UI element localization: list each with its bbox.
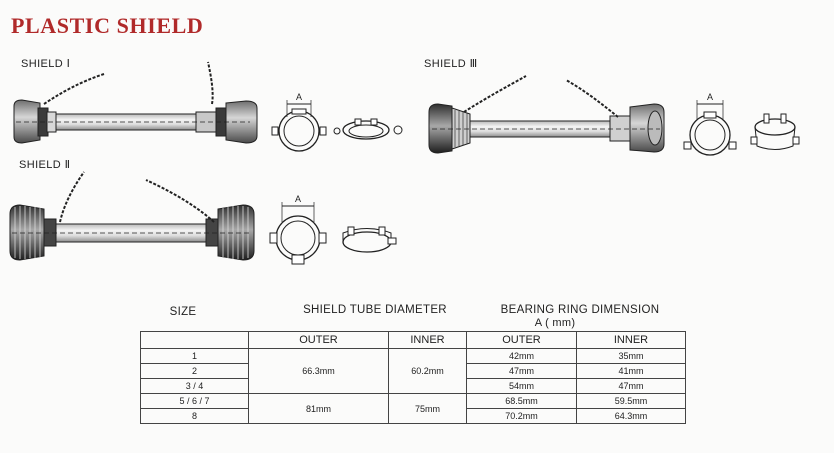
shield-2-shaft bbox=[9, 204, 255, 261]
tube-outer-cell: 81mm bbox=[248, 393, 389, 424]
shield-2-bearing-ring bbox=[269, 202, 327, 265]
size-cell: 5 / 6 / 7 bbox=[140, 393, 249, 409]
table-row: 1 66.3mm 60.2mm 42mm 35mm bbox=[140, 348, 686, 394]
table-row: 3 / 4 54mm 47mm bbox=[140, 378, 686, 394]
shield-diagrams: A A A bbox=[9, 61, 800, 265]
shield-1-dimension-label: A bbox=[296, 92, 302, 102]
shield-3-ring-perspective bbox=[750, 113, 800, 150]
spec-table: OUTER INNER OUTER INNER 1 66.3mm 60.2mm … bbox=[140, 331, 686, 424]
ring-outer-cell: 68.5mm bbox=[466, 393, 577, 409]
tube-outer-cell: 66.3mm bbox=[248, 348, 389, 394]
tube-outer-label: OUTER bbox=[248, 331, 389, 349]
page-title: PLASTIC SHIELD bbox=[11, 13, 204, 38]
tube-diameter-header: SHIELD TUBE DIAMETER bbox=[303, 304, 447, 316]
tube-inner-cell: 75mm bbox=[388, 393, 467, 424]
shield-3-chain bbox=[463, 75, 619, 118]
size-cell: 3 / 4 bbox=[140, 378, 249, 394]
size-cell: 8 bbox=[140, 408, 249, 424]
shield-2-chain bbox=[59, 171, 215, 223]
spec-section: SIZE SHIELD TUBE DIAMETER BEARING RING D… bbox=[140, 300, 686, 435]
shield-3-shaft bbox=[428, 103, 665, 154]
table-row: 8 70.2mm 64.3mm bbox=[140, 408, 686, 424]
shield-3-dimension-label: A bbox=[707, 92, 713, 102]
size-header: SIZE bbox=[169, 306, 197, 318]
shield-2-dimension-label: A bbox=[295, 194, 301, 204]
ring-inner-label: INNER bbox=[576, 331, 686, 349]
shield-1-chain bbox=[43, 61, 214, 105]
shield-1-bearing-ring bbox=[271, 100, 327, 152]
shield-3-bearing-ring bbox=[683, 100, 737, 156]
ring-inner-cell: 35mm bbox=[576, 348, 686, 364]
size-subheader-cell bbox=[140, 331, 249, 349]
ring-inner-cell: 59.5mm bbox=[576, 393, 686, 409]
shield-2-ring-perspective bbox=[342, 226, 397, 253]
shield-3-label: SHIELD Ⅲ bbox=[424, 58, 478, 70]
ring-inner-cell: 47mm bbox=[576, 378, 686, 394]
ring-unit-label: A ( mm) bbox=[534, 317, 576, 329]
shield-2-label: SHIELD Ⅱ bbox=[19, 159, 71, 171]
shield-1-shaft bbox=[13, 99, 258, 144]
shield-1-label: SHIELD Ⅰ bbox=[21, 58, 71, 70]
table-subheader-row: OUTER INNER OUTER INNER bbox=[140, 331, 686, 349]
bearing-ring-header: BEARING RING DIMENSION bbox=[500, 304, 660, 316]
ring-inner-cell: 41mm bbox=[576, 363, 686, 379]
ring-outer-cell: 47mm bbox=[466, 363, 577, 379]
size-cell: 2 bbox=[140, 363, 249, 379]
size-cell: 1 bbox=[140, 348, 249, 364]
ring-outer-cell: 70.2mm bbox=[466, 408, 577, 424]
tube-inner-cell: 60.2mm bbox=[388, 348, 467, 394]
ring-outer-cell: 54mm bbox=[466, 378, 577, 394]
tube-inner-label: INNER bbox=[388, 331, 467, 349]
ring-outer-label: OUTER bbox=[466, 331, 577, 349]
ring-inner-cell: 64.3mm bbox=[576, 408, 686, 424]
shield-1-ring-perspective bbox=[333, 118, 403, 140]
ring-outer-cell: 42mm bbox=[466, 348, 577, 364]
table-row: 5 / 6 / 7 81mm 75mm 68.5mm 59.5mm bbox=[140, 393, 686, 424]
